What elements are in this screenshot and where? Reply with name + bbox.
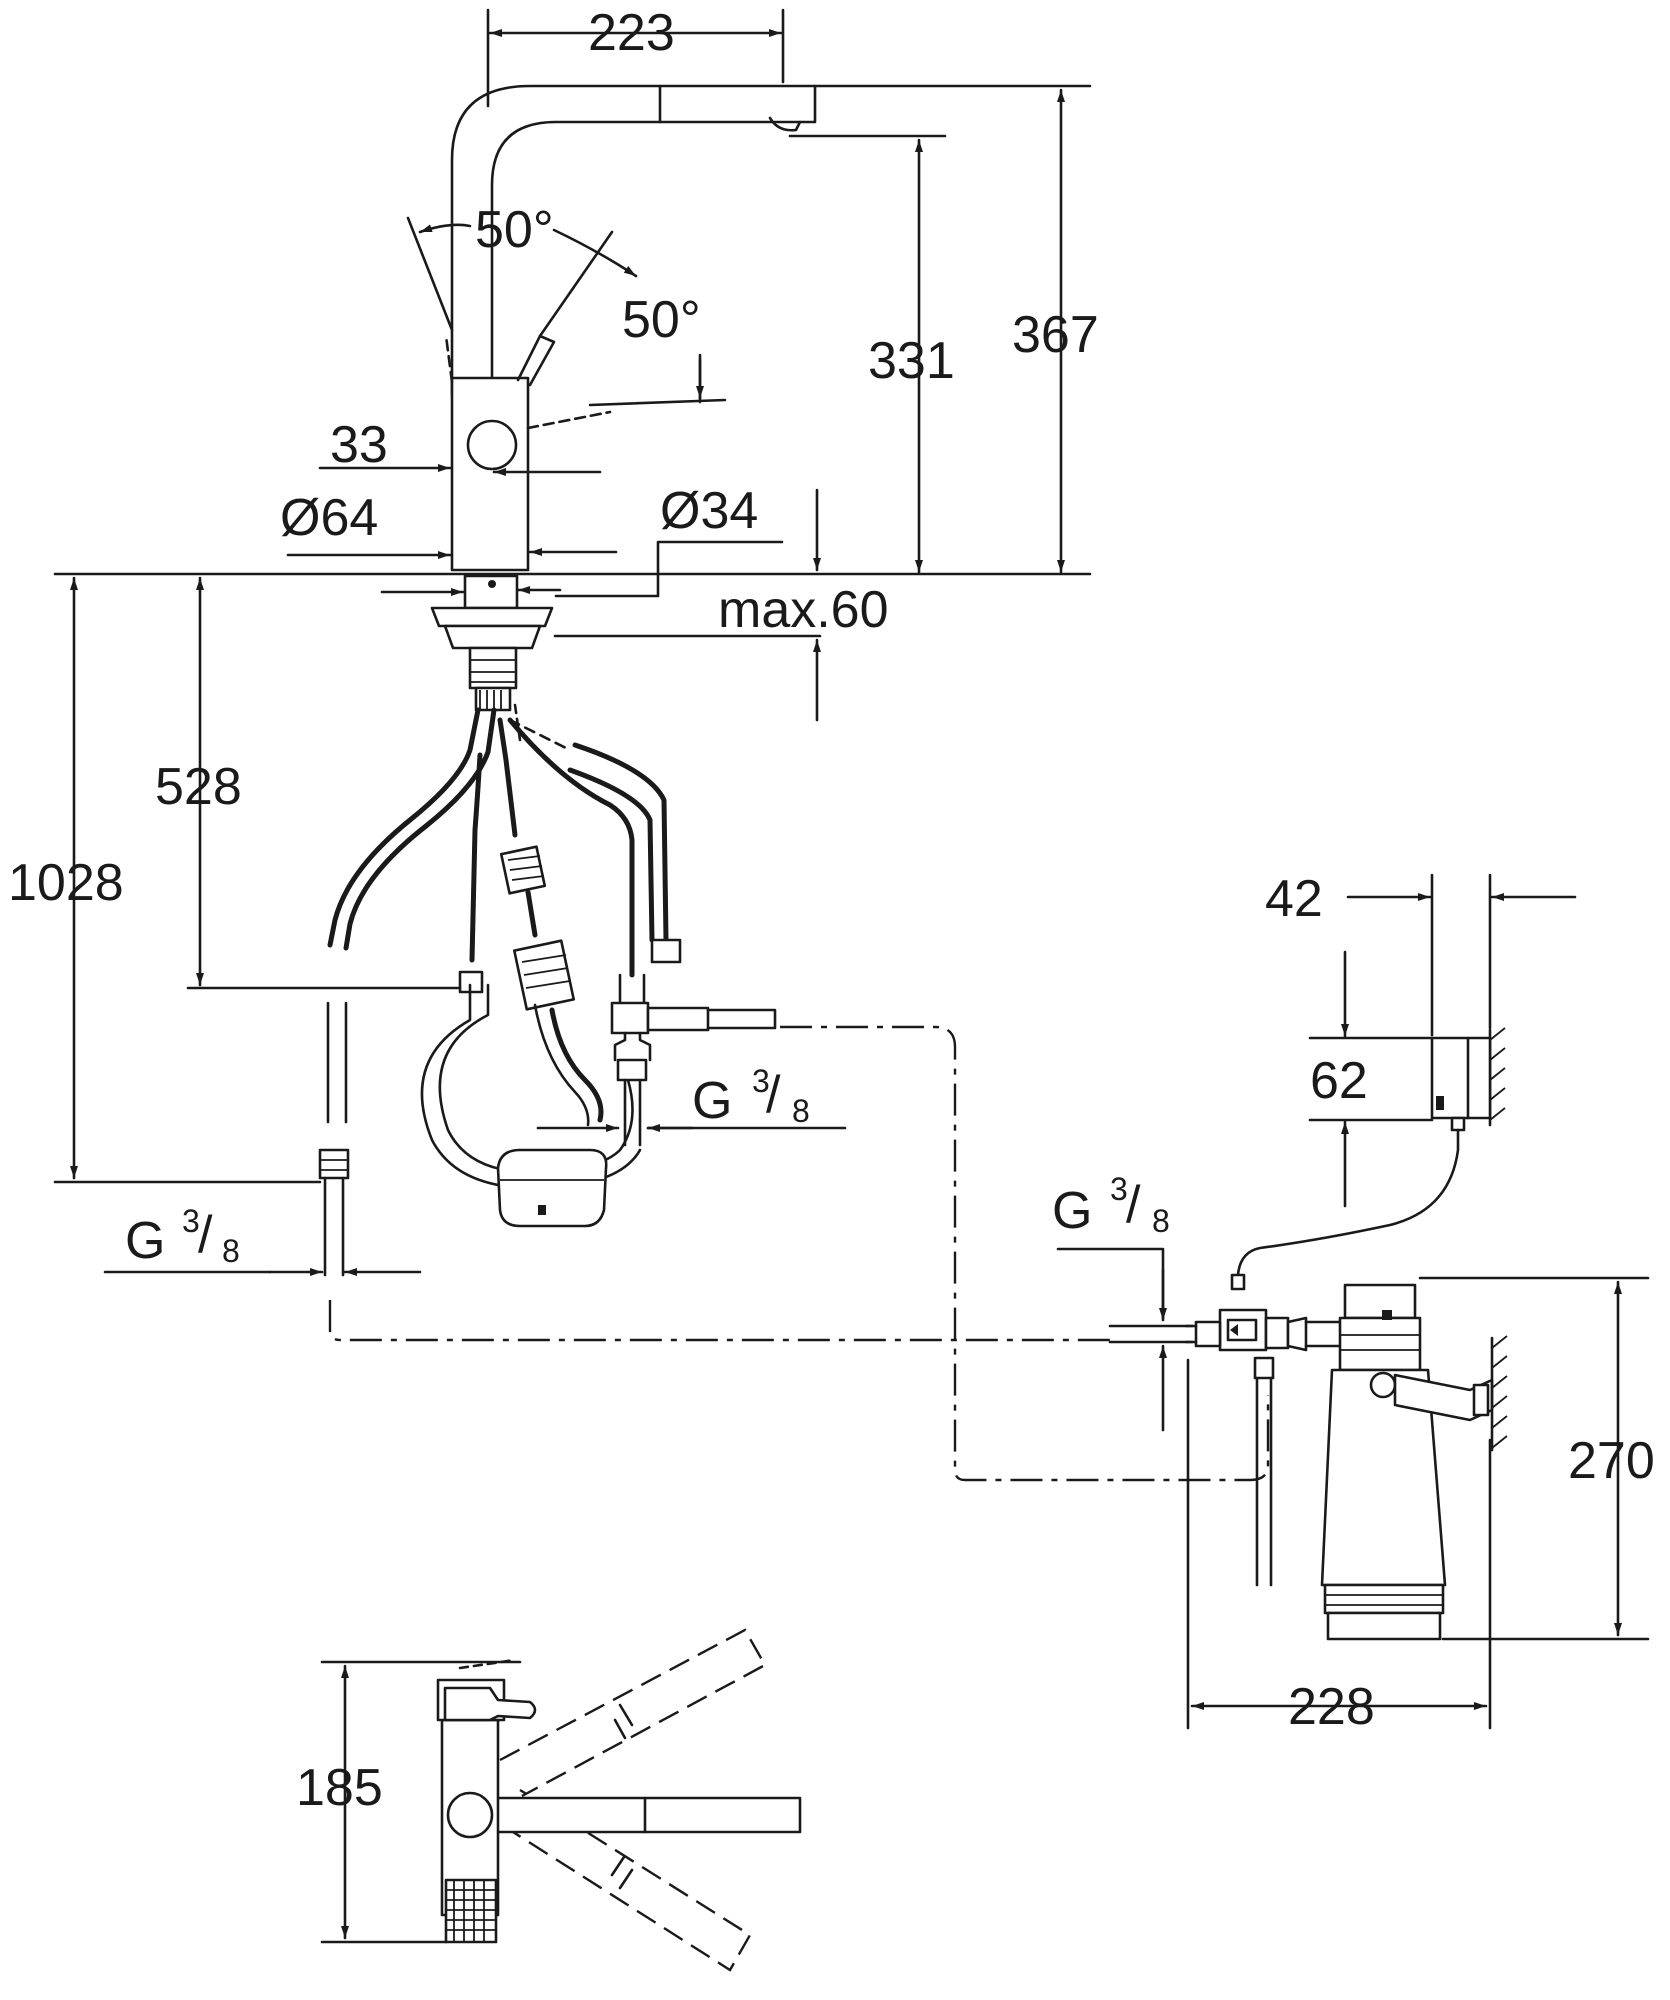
dim-thread-valve: G bbox=[1052, 1182, 1092, 1240]
dim-270: 270 bbox=[1568, 1432, 1655, 1490]
dim-185: 185 bbox=[296, 1759, 383, 1817]
faucet-side-view bbox=[430, 84, 817, 712]
dim-dia-64: Ø64 bbox=[280, 489, 378, 547]
dim-thread-left-den: 8 bbox=[222, 1233, 240, 1269]
dim-thread-left: G bbox=[125, 1212, 165, 1270]
dim-367: 367 bbox=[1012, 306, 1099, 364]
dim-thread-mid: G bbox=[692, 1072, 732, 1130]
dim-42: 42 bbox=[1265, 870, 1323, 928]
dim-angle-right: 50° bbox=[622, 291, 701, 349]
hose-assembly bbox=[318, 703, 777, 1277]
filter-connection-lines bbox=[328, 1025, 1270, 1482]
dim-thread-left-slash: / bbox=[198, 1206, 213, 1264]
dim-thread-mid-num: 3 bbox=[752, 1063, 770, 1099]
dim-dia-34: Ø34 bbox=[660, 482, 758, 540]
dim-thread-mid-slash: / bbox=[766, 1066, 781, 1124]
dim-angle-left: 50° bbox=[475, 201, 554, 259]
dimension-labels: 223 50° 50° 331 367 33 Ø64 Ø34 max.60 52… bbox=[8, 4, 1655, 1817]
dim-62: 62 bbox=[1310, 1052, 1368, 1110]
dim-thread-valve-slash: / bbox=[1126, 1176, 1141, 1234]
dimension-lines bbox=[53, 8, 1650, 1944]
dim-thread-valve-den: 8 bbox=[1152, 1203, 1170, 1239]
filter-assembly bbox=[1184, 1027, 1508, 1641]
dim-max-60: max.60 bbox=[718, 581, 889, 639]
faucet-plan-view bbox=[436, 1628, 802, 1972]
dim-thread-valve-num: 3 bbox=[1110, 1171, 1128, 1207]
dim-thread-left-num: 3 bbox=[182, 1203, 200, 1239]
dim-331: 331 bbox=[868, 332, 955, 390]
dim-thread-mid-den: 8 bbox=[792, 1093, 810, 1129]
dim-33: 33 bbox=[330, 416, 388, 474]
dim-1028: 1028 bbox=[8, 854, 124, 912]
dim-223: 223 bbox=[588, 4, 675, 62]
dim-228: 228 bbox=[1288, 1678, 1375, 1736]
dim-528: 528 bbox=[155, 758, 242, 816]
